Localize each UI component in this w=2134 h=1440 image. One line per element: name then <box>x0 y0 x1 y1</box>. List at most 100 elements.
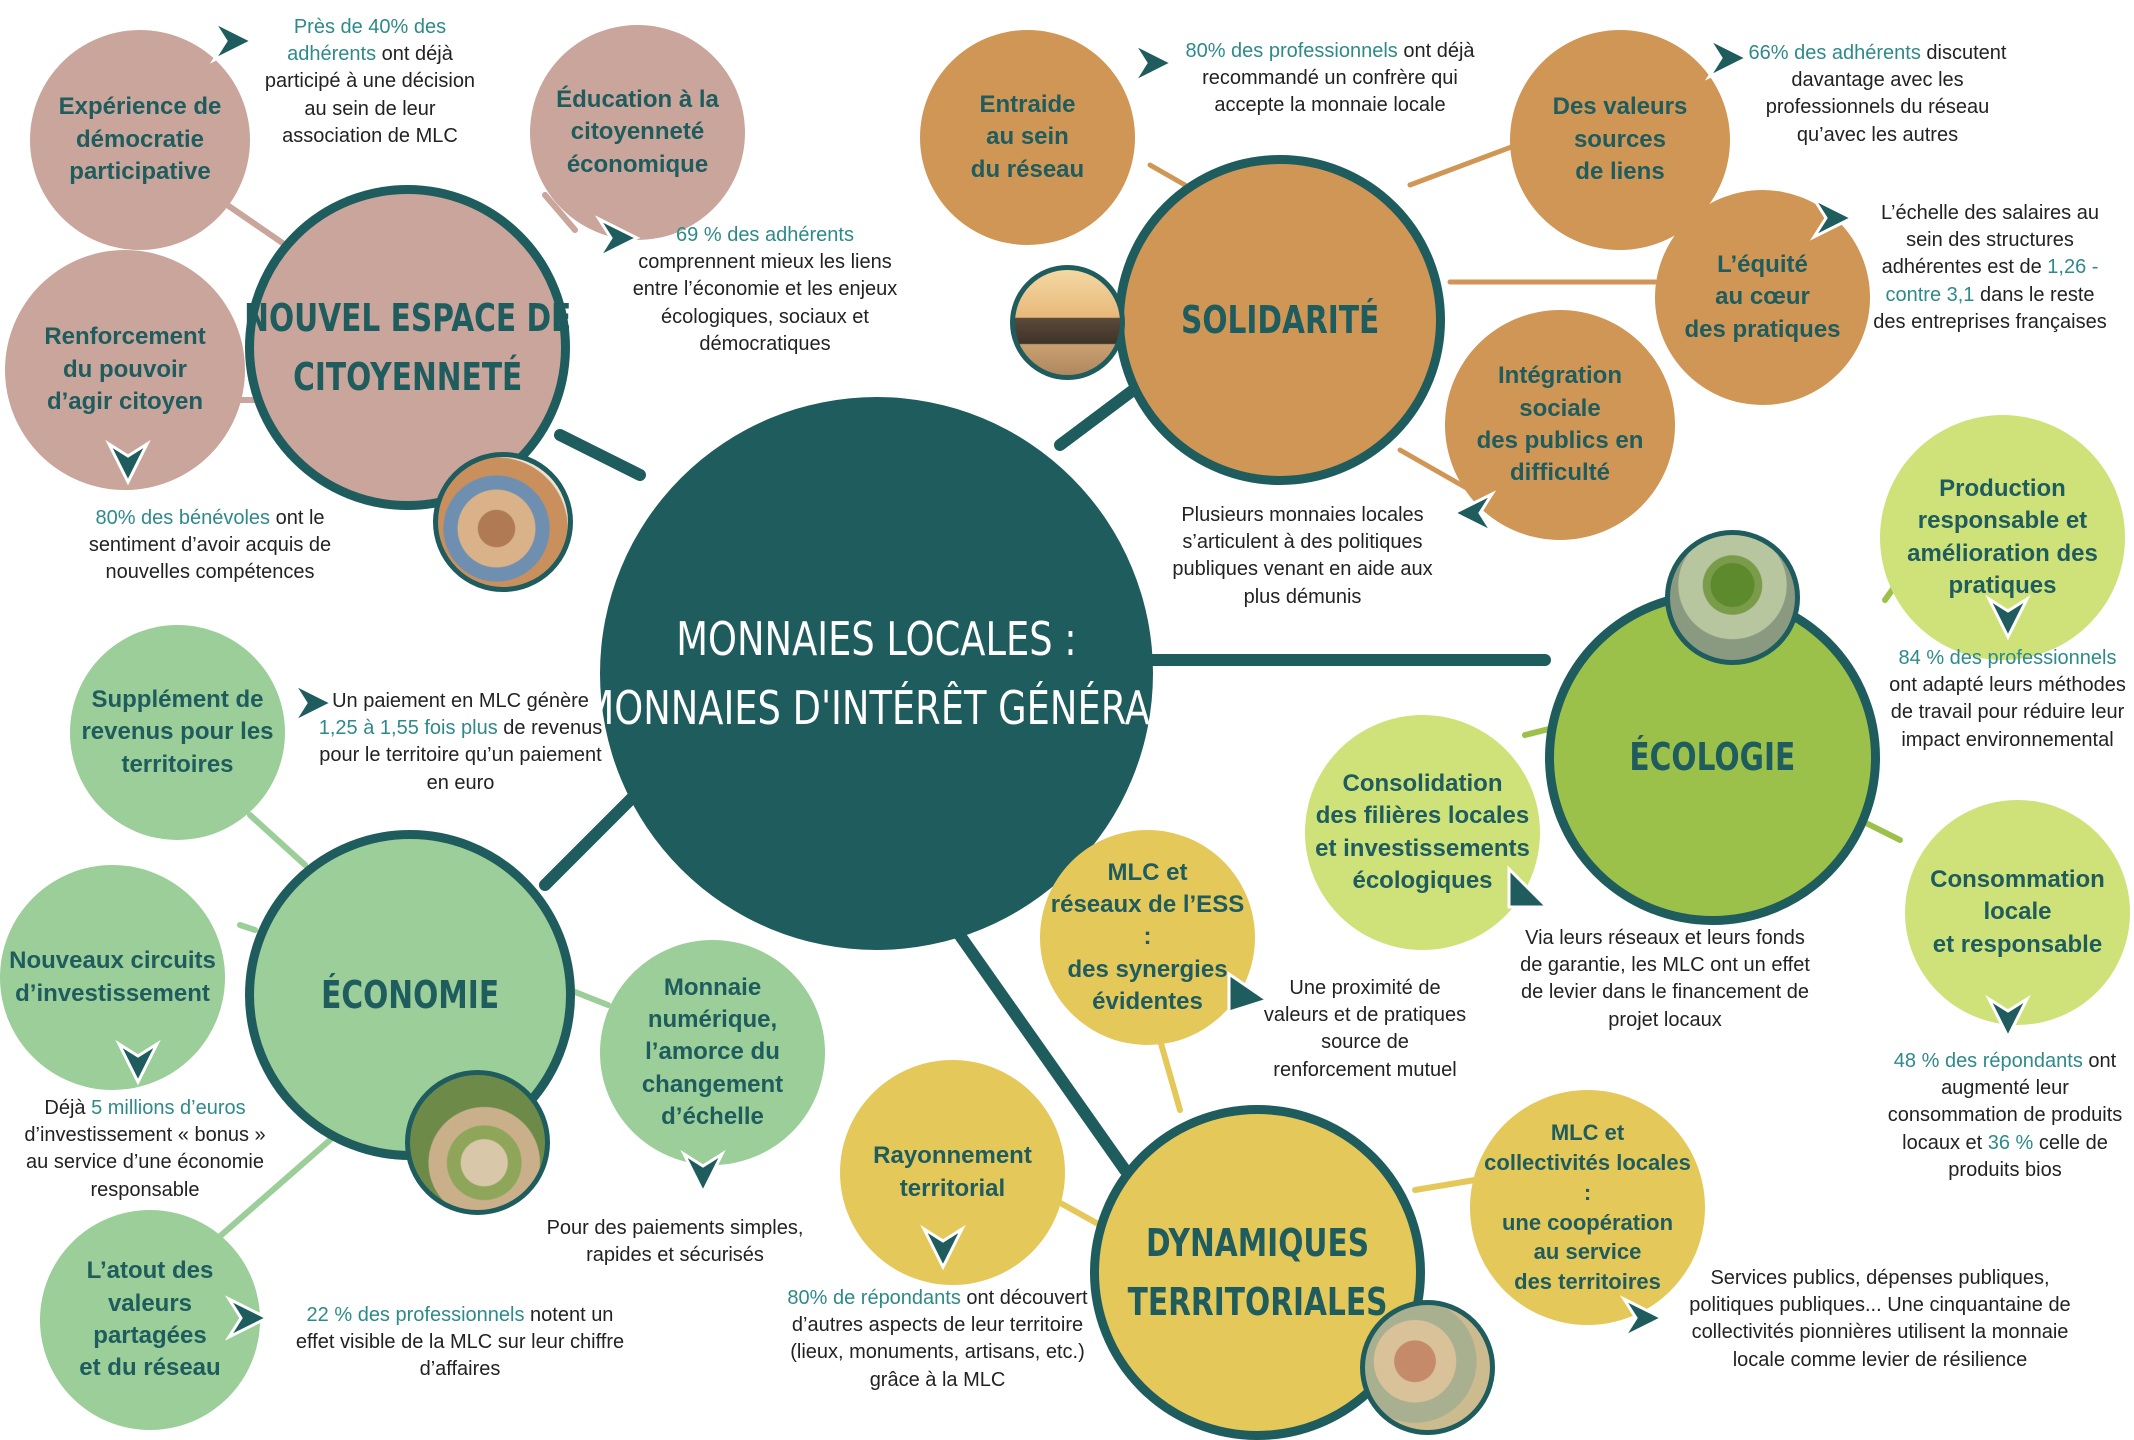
note-entraide-highlight: 80% des professionnels <box>1185 40 1398 62</box>
note-valeurs-text: discutent davantage avec les professionn… <box>1765 42 2007 146</box>
theme-ecologie: ÉCOLOGIE <box>1545 590 1880 925</box>
center-circle: MONNAIES LOCALES : MONNAIES D'INTÉRÊT GÉ… <box>583 397 1170 950</box>
sub-atout-l1: L’atout des <box>86 1257 214 1285</box>
sub-equite-l1: L’équité <box>1717 250 1808 278</box>
note-consolidation: Via leurs réseaux et leurs fonds de gara… <box>1520 925 1810 1034</box>
sub-entraide-l2: au sein <box>986 123 1069 151</box>
note-entraide: 80% des professionnels ont déjà recomman… <box>1180 38 1480 120</box>
note-entraide-text: ont déjà recommandé un confrère qui acce… <box>1202 40 1475 117</box>
sub-ess-l1: MLC et <box>1107 858 1188 886</box>
note-consommation: 48 % des répondants ont augmenté leur co… <box>1885 1048 2125 1184</box>
sub-atout-l2: valeurs <box>107 1289 193 1317</box>
sub-education-l3: économique <box>566 150 709 178</box>
theme-dynamiques-line1: DYNAMIQUES <box>1145 1220 1370 1265</box>
arrow-chevron-icon <box>920 1225 966 1271</box>
arrow-chevron-icon <box>1450 490 1496 536</box>
arrow-chevron-icon <box>225 1295 271 1341</box>
sub-integration-l1: Intégration <box>1498 362 1622 390</box>
sub-supplement-l2: revenus pour les <box>81 718 274 746</box>
note-equite-text: dans le reste des entreprises françaises <box>1873 283 2107 333</box>
arrow-chevron-icon <box>210 18 256 64</box>
arrow-chevron-icon <box>595 215 641 261</box>
sub-collectivites-l2: collectivités locales : <box>1484 1150 1691 1205</box>
note-circuits: Déjà 5 millions d’euros d’investissement… <box>15 1095 275 1204</box>
sub-renforcement-l2: du pouvoir <box>63 355 187 383</box>
note-valeurs: 66% des adhérents discutent davantage av… <box>1745 40 2010 149</box>
theme-economie-label: ÉCONOMIE <box>321 972 499 1017</box>
sub-production-l1: Production <box>1939 474 2066 502</box>
note-equite: L’échelle des salaires au sein des struc… <box>1870 200 2110 336</box>
arrow-chevron-icon <box>1705 35 1751 81</box>
note-supplement-text: de revenus pour le territoire qu’un paie… <box>319 717 603 794</box>
sub-consommation-l3: et responsable <box>1932 930 2103 958</box>
note-integration: Plusieurs monnaies locales s’articulent … <box>1155 502 1450 611</box>
note-collectivites-text: Services publics, dépenses publiques, po… <box>1689 1267 2071 1371</box>
sub-rayonnement-l2: territorial <box>899 1174 1006 1202</box>
sub-ess-l2: réseaux de l’ESS : <box>1050 890 1245 951</box>
sub-integration-l2: sociale <box>1519 394 1601 422</box>
theme-solidarite: SOLIDARITÉ <box>1115 155 1445 485</box>
note-education-text: comprennent mieux les liens entre l’écon… <box>632 251 898 355</box>
sub-atout-l4: et du réseau <box>79 1354 221 1382</box>
sub-education: Éducation à la citoyenneté économique <box>530 25 745 240</box>
note-monnaie-numerique-text: Pour des paiements simples, rapides et s… <box>546 1217 804 1267</box>
theme-solidarite-label: SOLIDARITÉ <box>1180 297 1380 342</box>
arrow-chevron-icon <box>1507 865 1551 909</box>
note-production: 84 % des professionnels ont adapté leurs… <box>1885 645 2130 754</box>
sub-consommation-l2: locale <box>1983 898 2052 926</box>
sub-collectivites-l5: des territoires <box>1514 1268 1661 1294</box>
sub-equite-l2: au cœur <box>1715 283 1810 311</box>
sub-ess-l3: des synergies <box>1067 955 1228 983</box>
note-consommation-highlight: 48 % des répondants <box>1893 1050 2083 1072</box>
sub-experience-l3: participative <box>69 158 211 186</box>
theme-dynamiques-label: DYNAMIQUES TERRITORIALES <box>1128 1214 1388 1332</box>
theme-dynamiques-line2: TERRITORIALES <box>1127 1279 1388 1324</box>
sub-monnaie-l5: d’échelle <box>661 1103 764 1131</box>
sub-supplement-l3: territoires <box>121 750 234 778</box>
sub-consolidation-l4: écologiques <box>1352 866 1493 894</box>
center-title-line2: MONNAIES D'INTÉRÊT GÉNÉRAL <box>582 680 1171 735</box>
note-consommation-text: celle de produits bios <box>1948 1131 2108 1181</box>
sub-monnaie-l3: l’amorce du <box>645 1038 780 1066</box>
sub-integration-l3: des publics en <box>1476 427 1644 454</box>
note-supplement-pre: Un paiement en MLC génère <box>332 690 589 712</box>
sub-valeurs-l3: de liens <box>1575 158 1665 186</box>
sub-entraide-l1: Entraide <box>979 90 1076 118</box>
note-circuits-pre: Déjà <box>44 1097 92 1119</box>
arrow-chevron-icon <box>1620 1295 1666 1341</box>
photo-friends-icon <box>1010 265 1125 380</box>
sub-monnaie-l4: changement <box>641 1070 784 1098</box>
sub-education-l1: Éducation à la <box>556 85 719 113</box>
theme-dynamiques: DYNAMIQUES TERRITORIALES <box>1090 1105 1425 1440</box>
note-experience-highlight: Près de 40% des adhérents <box>287 16 447 66</box>
note-rayonnement-highlight: 80% de répondants <box>787 1287 961 1309</box>
note-circuits-highlight: 5 millions d’euros <box>91 1097 246 1119</box>
sub-ess-l4: évidentes <box>1092 988 1203 1016</box>
note-production-text: ont adapté leurs méthodes de travail pou… <box>1889 674 2126 751</box>
note-ess-text: Une proximité de valeurs et de pratiques… <box>1263 977 1467 1081</box>
sub-entraide-l3: du réseau <box>970 155 1085 183</box>
arrow-chevron-icon <box>1227 971 1271 1015</box>
sub-valeurs-l1: Des valeurs <box>1552 93 1688 121</box>
note-experience: Près de 40% des adhérents ont déjà parti… <box>255 14 485 150</box>
sub-education-l2: citoyenneté <box>570 118 705 146</box>
theme-ecologie-label: ÉCOLOGIE <box>1629 735 1796 780</box>
note-education: 69 % des adhérents comprennent mieux les… <box>630 222 900 358</box>
arrow-chevron-icon <box>115 1040 161 1086</box>
note-equite-highlight: 1,26 - contre 3,1 <box>1885 256 2099 306</box>
arrow-chevron-icon <box>1130 40 1176 86</box>
sub-integration-l4: difficulté <box>1510 459 1610 487</box>
theme-citoyennete-line1: NOUVEL ESPACE DE <box>243 295 572 340</box>
sub-consolidation-l2: des filières locales <box>1315 802 1530 830</box>
sub-equite-l3: des pratiques <box>1684 315 1841 343</box>
note-experience-text: ont déjà participé à une décision au sei… <box>264 43 476 147</box>
sub-production-l4: pratiques <box>1948 571 2057 599</box>
